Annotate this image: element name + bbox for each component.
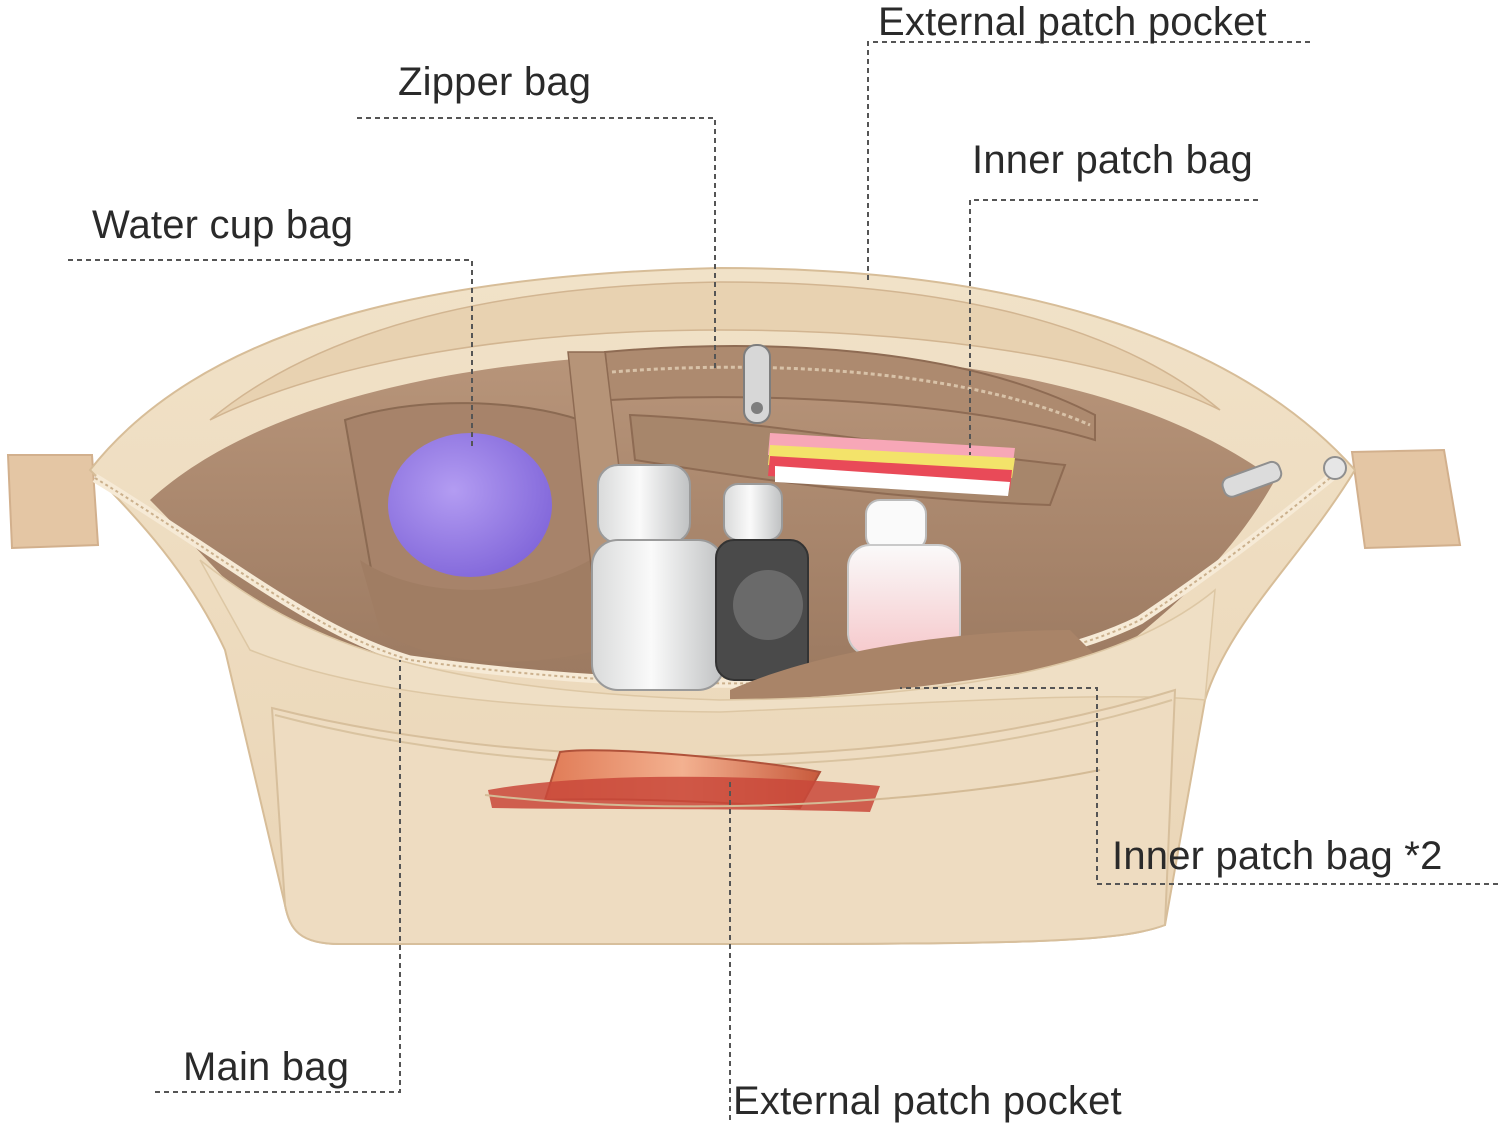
label-external-patch-pocket-bottom: External patch pocket	[733, 1079, 1122, 1123]
back-wall	[209, 281, 1221, 421]
water-cup	[388, 433, 552, 577]
label-inner-patch-bag: Inner patch bag	[972, 138, 1253, 182]
spray-bottle	[591, 464, 725, 691]
leader-inner-patch-bag-2	[900, 687, 1498, 885]
dark-bottle	[715, 483, 809, 681]
pink-bottle	[847, 499, 961, 656]
zipper-pull-right	[1221, 456, 1347, 498]
colored-cards	[768, 433, 1015, 496]
label-external-patch-pocket-top: External patch pocket	[878, 0, 1267, 44]
leader-zipper-bag	[357, 117, 716, 372]
leader-lines	[68, 41, 1498, 1120]
leader-main-bag	[155, 660, 401, 1093]
label-zipper-bag: Zipper bag	[398, 60, 592, 104]
left-tab	[6, 454, 100, 550]
right-tab	[1350, 448, 1462, 550]
label-inner-patch-bag-2: Inner patch bag *2	[1112, 834, 1443, 878]
bag-illustration	[6, 266, 1462, 945]
leader-inner-patch-bag	[969, 199, 1258, 455]
zipper-pull-center	[743, 344, 771, 424]
label-water-cup-bag: Water cup bag	[92, 203, 354, 247]
leader-external-patch-pocket-top	[867, 41, 1310, 282]
label-main-bag: Main bag	[183, 1045, 350, 1089]
